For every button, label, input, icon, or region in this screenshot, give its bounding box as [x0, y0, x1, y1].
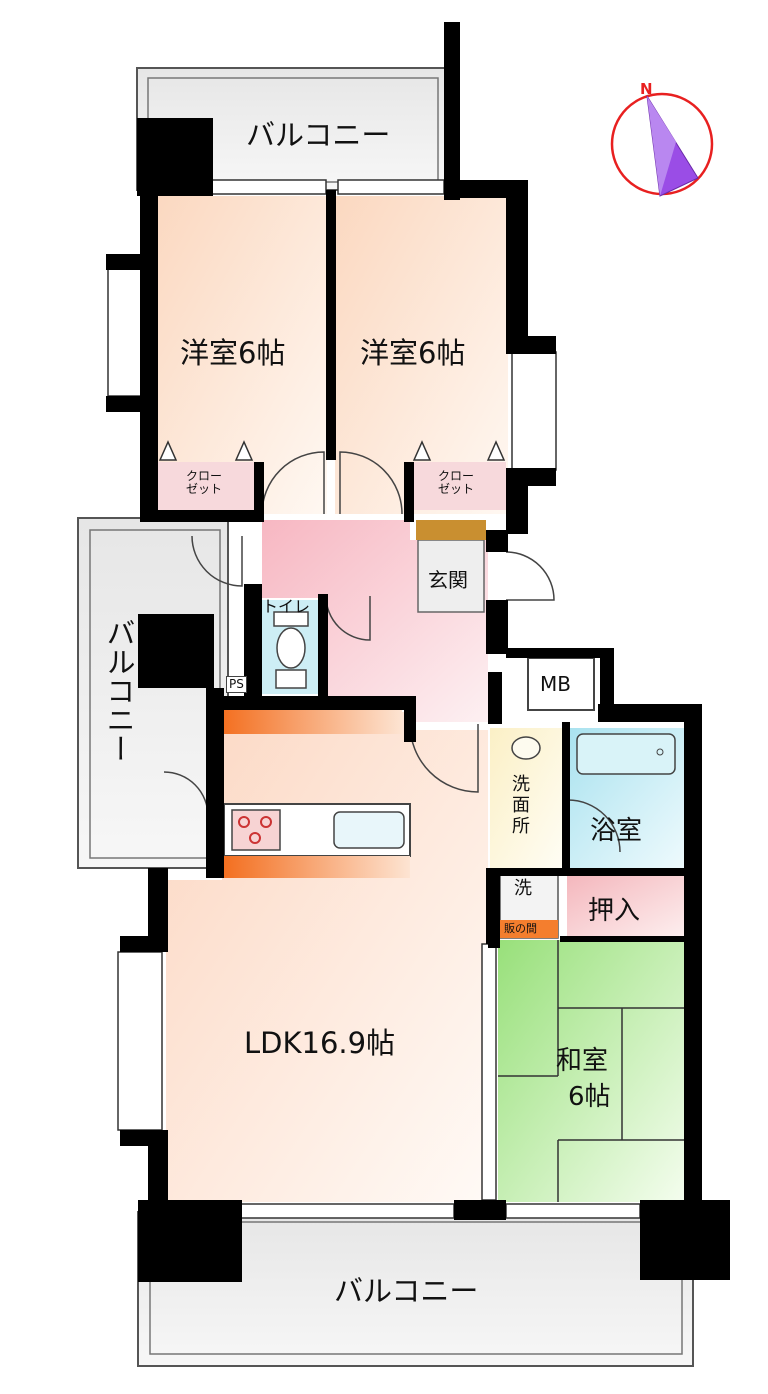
walls: [106, 22, 730, 1282]
bathtub-icon: [576, 733, 676, 775]
ps-label: PS: [226, 676, 247, 693]
kitchen-counter-bottom: [224, 856, 410, 878]
balcony-top-label: バルコニー: [246, 118, 391, 152]
toilet-bowl-icon: [276, 627, 306, 669]
entrance-label: 玄関: [428, 568, 468, 592]
closet-1-fill: [157, 462, 256, 510]
burner-3: [249, 832, 261, 844]
toilet-tank: [273, 611, 309, 627]
compass-icon: [610, 92, 714, 197]
stove-icon: [231, 809, 281, 851]
burner-1: [238, 816, 250, 828]
toilet-base: [275, 669, 307, 689]
closet-2-label: クロー ゼット: [437, 469, 474, 496]
wash-basin-icon: [511, 736, 541, 760]
washer-label: 洗: [514, 878, 532, 899]
ldk-label: LDK16.9帖: [244, 1026, 396, 1060]
japanese-room-label-1: 和室: [556, 1046, 609, 1076]
closet-2-fill: [410, 462, 506, 510]
closet-markers: [158, 440, 506, 461]
compass-north-label: N: [640, 80, 653, 98]
balcony-left: [77, 517, 229, 869]
washer-space-bar: [500, 920, 558, 938]
closet-1-label: クロー ゼット: [185, 469, 222, 496]
washroom-label: 洗面所: [512, 774, 530, 837]
windows: [107, 179, 641, 1219]
toilet-label: トイレ: [262, 597, 311, 616]
western-room-1-label: 洋室6帖: [180, 336, 286, 370]
mb-label: MB: [540, 672, 571, 696]
western-room-2-label: 洋室6帖: [360, 336, 466, 370]
entrance-fill: [417, 539, 485, 613]
japanese-room-label-2: 6帖: [568, 1082, 611, 1112]
sink-icon: [333, 811, 405, 849]
balcony-bottom-label: バルコニー: [334, 1274, 479, 1308]
japanese-room-fill: [498, 940, 684, 1202]
western-room-2-fill: [335, 196, 508, 514]
bathroom-label: 浴室: [590, 816, 643, 846]
entrance-step: [416, 520, 486, 540]
bathtub-drain: [656, 748, 664, 756]
washer-space-label: 販の間: [504, 922, 537, 935]
oshiire-fill: [567, 876, 684, 936]
burner-2: [260, 816, 272, 828]
oshiire-label: 押入: [588, 896, 641, 926]
tatami-lines: [498, 940, 684, 1202]
kitchen-counter-top: [222, 708, 402, 734]
balcony-left-label: バルコニー: [102, 618, 136, 763]
western-room-1-fill: [155, 196, 327, 514]
